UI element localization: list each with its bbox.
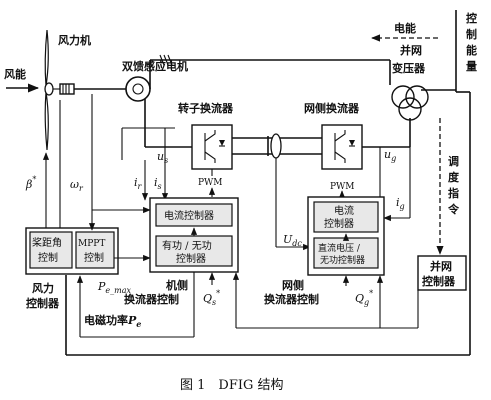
wind-turbine-label: 风力机 — [58, 33, 91, 47]
is-label: is — [154, 176, 162, 191]
svg-text:制: 制 — [466, 27, 477, 41]
wind-ctrl-label-1: 风力 — [32, 281, 54, 295]
svg-text:直流电压 /: 直流电压 / — [318, 242, 361, 254]
grid-side-ctrl-label-1: 网侧 — [282, 278, 304, 292]
svg-text:电流: 电流 — [334, 204, 354, 217]
svg-text:电流控制器: 电流控制器 — [164, 209, 214, 222]
rotor-converter-label: 转子换流器 — [178, 101, 234, 115]
pq-controller — [155, 235, 233, 267]
omega-r-label: ωr — [70, 178, 84, 193]
udc-label: Udc — [283, 233, 302, 248]
dc-voltage-controller — [313, 237, 379, 269]
rotor-converter — [191, 124, 233, 170]
pitch-angle-controller — [29, 231, 73, 269]
svg-text:控制: 控制 — [38, 251, 58, 264]
dc-capacitor — [270, 133, 282, 159]
pwm-grid-label: PWM — [330, 182, 355, 192]
current-controller-grid — [313, 201, 379, 233]
wind-energy-label: 风能 — [4, 67, 26, 81]
svg-text:指: 指 — [448, 186, 459, 200]
electric-energy-label: 电能 — [394, 21, 416, 35]
transformer-label-2: 变压器 — [392, 61, 426, 75]
transformer-label-1: 并网 — [400, 43, 422, 57]
em-power-label: 电磁功率Pe — [84, 313, 141, 329]
svg-text:无功控制器: 无功控制器 — [320, 254, 365, 266]
beta-ref-label: β* — [25, 175, 36, 191]
qg-ref-label: Qg* — [355, 289, 373, 307]
pemax-label: Pe_max — [97, 280, 131, 295]
grid-converter — [321, 124, 363, 170]
figure-caption: 图 1 DFIG 结构 — [180, 378, 284, 393]
grid-side-ctrl-label-2: 换流器控制 — [264, 292, 319, 306]
svg-text:控制器: 控制器 — [176, 252, 206, 265]
control-energy-label: 控 制 能 量 — [466, 11, 477, 73]
svg-text:桨距角: 桨距角 — [32, 236, 62, 249]
svg-text:并网: 并网 — [430, 259, 452, 273]
pwm-rotor-label: PWM — [198, 178, 223, 188]
svg-text:度: 度 — [448, 170, 460, 184]
svg-text:令: 令 — [447, 202, 460, 216]
svg-text:控制器: 控制器 — [324, 217, 354, 230]
ug-label: ug — [384, 148, 396, 163]
svg-text:调: 调 — [448, 154, 459, 168]
us-label: us — [157, 150, 168, 165]
svg-text:能: 能 — [466, 43, 477, 57]
current-controller-rotor — [155, 203, 233, 227]
ig-label: ig — [396, 196, 405, 211]
mppt-controller — [75, 231, 115, 269]
grid-converter-label: 网侧换流器 — [304, 101, 360, 115]
svg-text:MPPT: MPPT — [78, 239, 105, 249]
grid-connection-controller — [417, 255, 467, 291]
machine-side-ctrl-label-1: 机侧 — [166, 278, 188, 292]
three-phase-marks — [159, 54, 173, 66]
svg-text:量: 量 — [466, 60, 477, 73]
dispatch-command-label: 调 度 指 令 — [447, 154, 460, 216]
svg-text:控: 控 — [466, 11, 477, 25]
wind-ctrl-label-2: 控制器 — [26, 296, 60, 310]
machine-side-ctrl-label-2: 换流器控制 — [124, 292, 179, 306]
svg-text:有功 / 无功: 有功 / 无功 — [162, 239, 212, 252]
dfig-label: 双馈感应电机 — [122, 59, 188, 73]
ir-label: ir — [134, 176, 143, 191]
svg-text:控制器: 控制器 — [422, 274, 456, 288]
svg-text:控制: 控制 — [84, 251, 104, 264]
grid-transformer — [391, 85, 429, 121]
qs-ref-label: Qs* — [203, 289, 220, 307]
